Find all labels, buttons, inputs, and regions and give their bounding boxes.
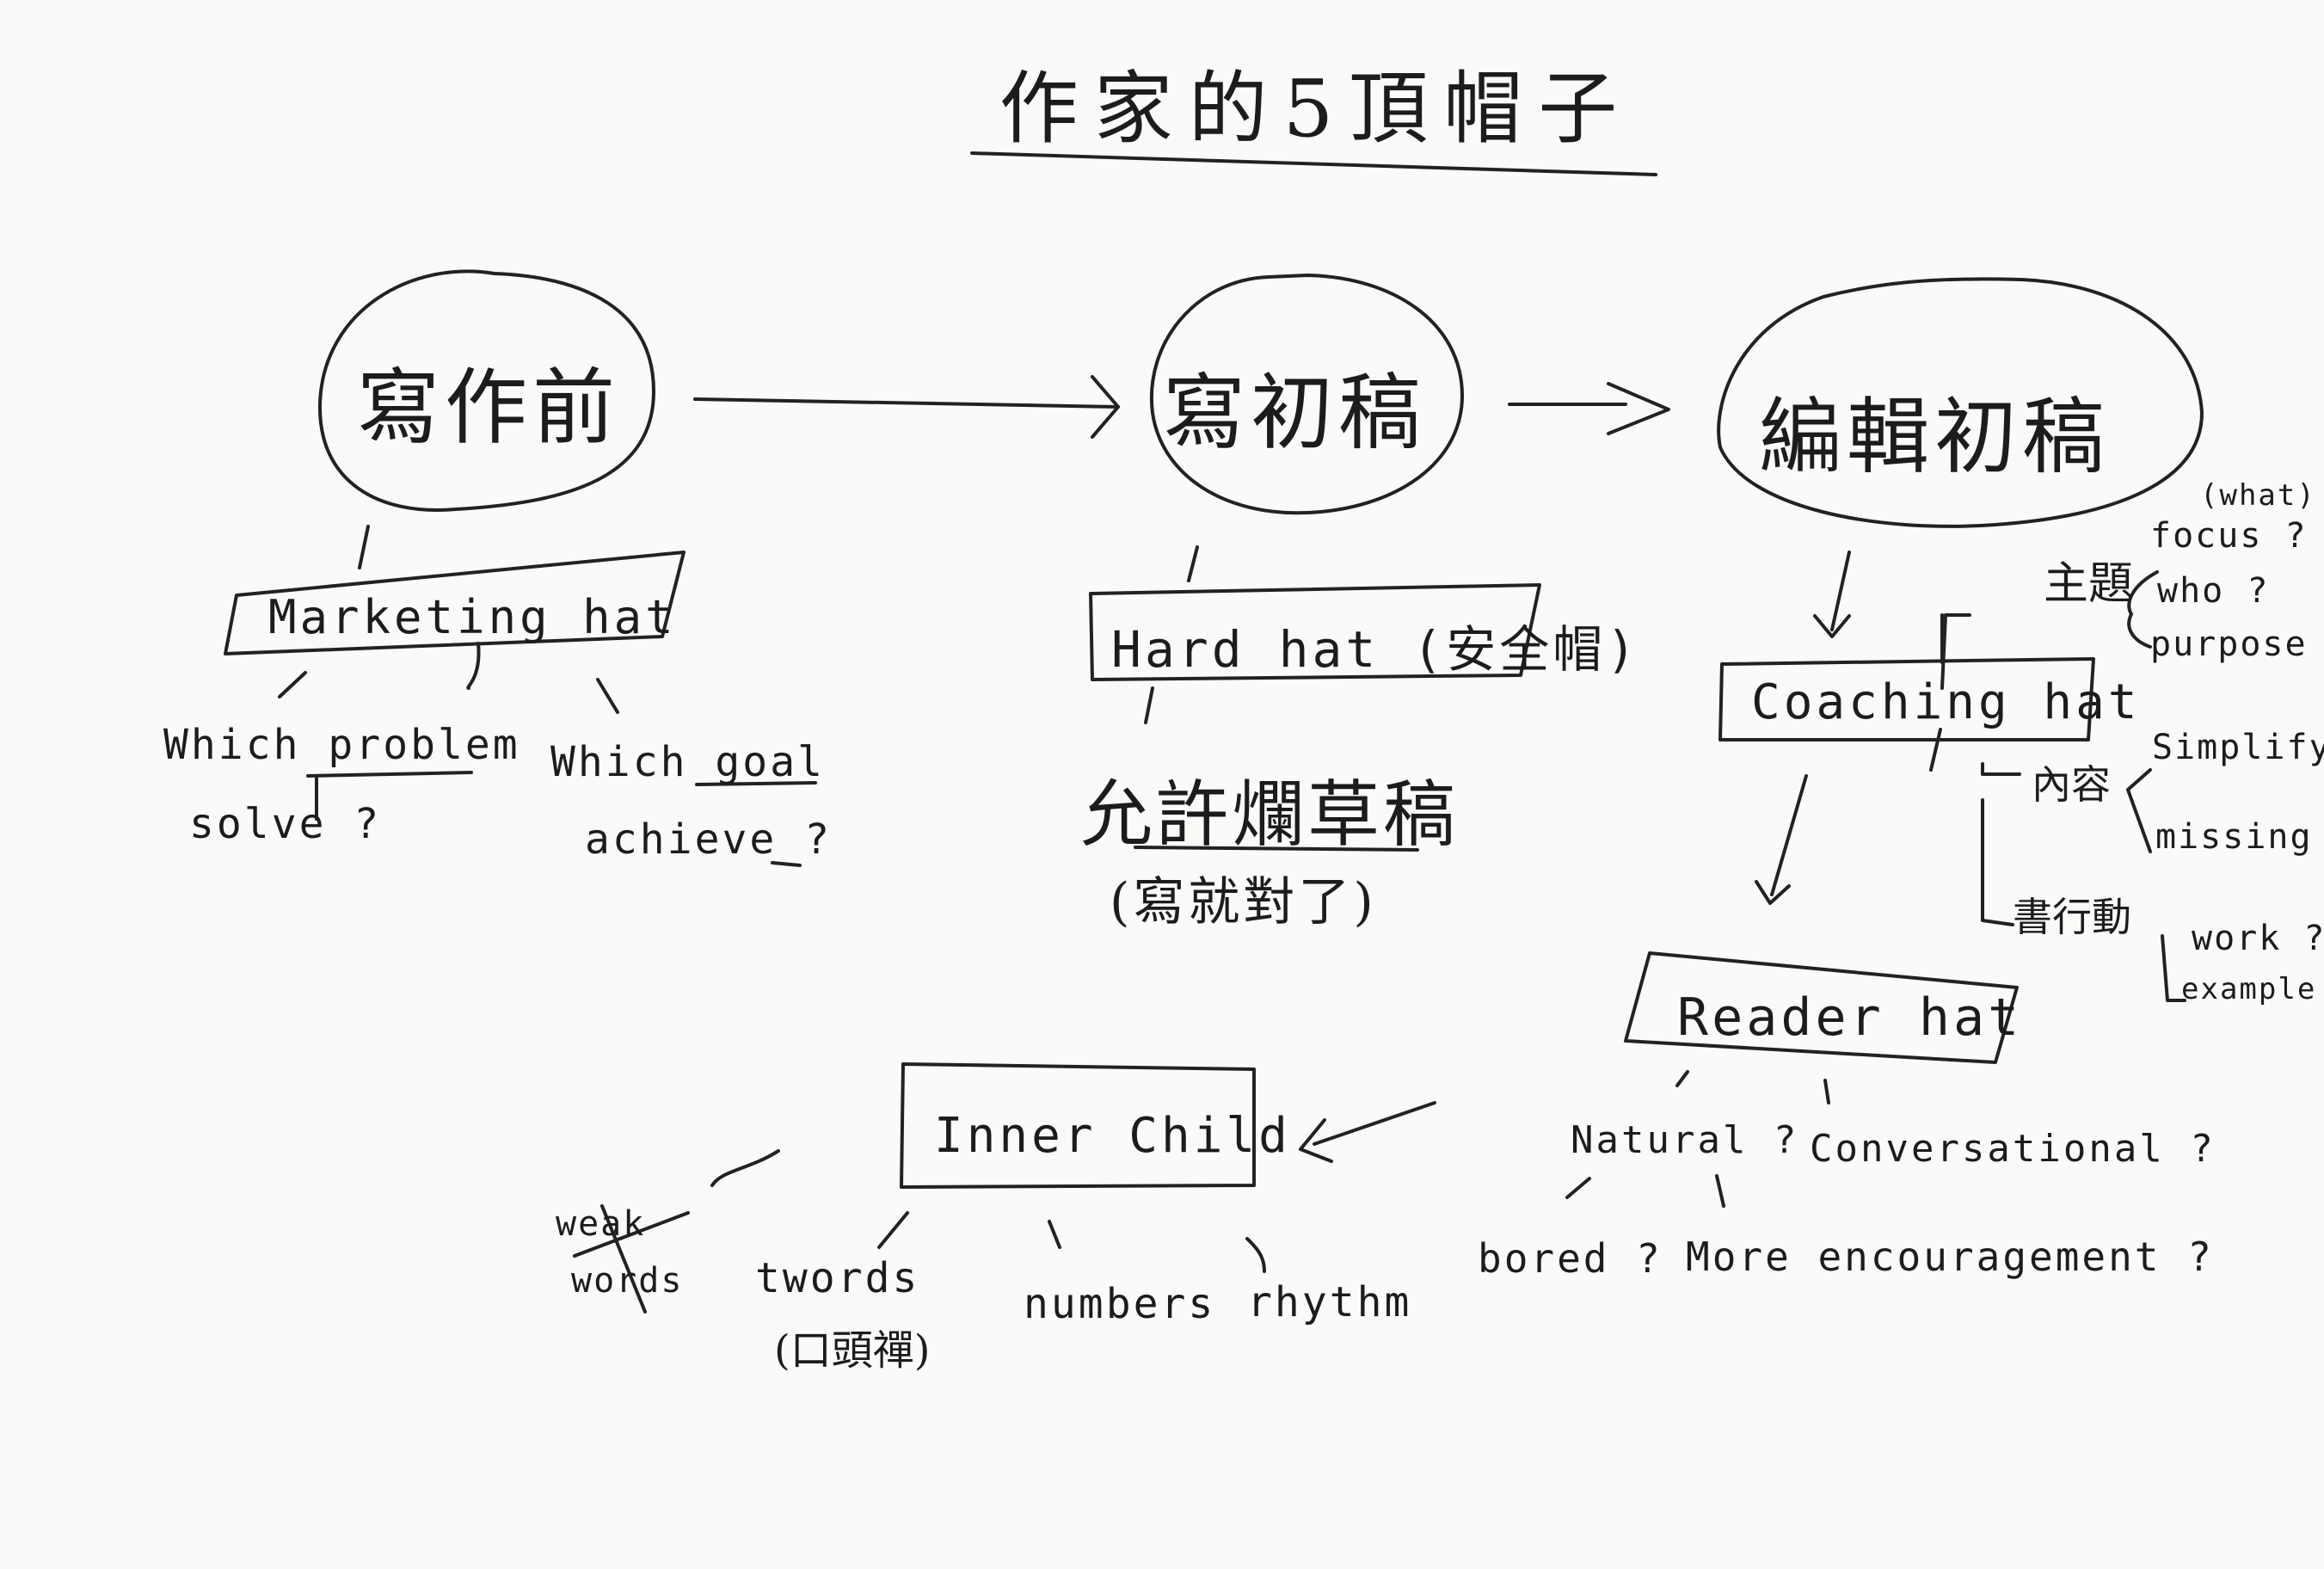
stage-edit-draft: 編輯初稿 [1759, 389, 2110, 485]
arrow-coaching-to-reader [1770, 774, 1808, 896]
which-prefix: Which [163, 721, 329, 769]
content-simplify: Simplify [2152, 728, 2324, 767]
tie-natural-bored [1565, 1177, 1591, 1199]
tie-stage1-marketing [358, 525, 370, 569]
underline-permit [1134, 846, 1419, 852]
marketing-question-goal: Which goal [550, 738, 825, 786]
topic-purpose: purpose ? [2150, 625, 2324, 664]
stage-first-draft: 寫初稿 [1163, 365, 1426, 461]
tie-natural-encouragement [1715, 1174, 1725, 1208]
coaching-topic: 主題 [2044, 558, 2134, 610]
arrow-stage3-to-coaching [1830, 551, 1851, 631]
tie-innerchild-weak [710, 1149, 780, 1187]
reader-question-bored: bored ? [1478, 1235, 1663, 1282]
inner-child-words: words [571, 1261, 684, 1301]
reader-question-natural: Natural ? [1571, 1118, 1799, 1162]
tie-marketing-problem [278, 671, 307, 698]
tie-goal-achieve [771, 861, 802, 867]
coaching-branch-content [1981, 762, 2021, 776]
topic-who: who ? [2157, 571, 2270, 611]
coaching-hat-box [1718, 657, 2095, 741]
problem-word: problem [328, 721, 520, 769]
stage-circle-first-draft [1149, 274, 1464, 515]
tie-stage2-hard [1187, 545, 1199, 582]
hard-hat-box [1089, 583, 1541, 681]
inner-child-weak: weak [556, 1204, 646, 1244]
hard-hat-just-write: (寫就對了) [1110, 872, 1377, 932]
tie-reader-conversational [1823, 1079, 1830, 1104]
tie-marketing-goal [596, 678, 619, 714]
coaching-content: 內容 [2032, 761, 2111, 808]
underline-goal [695, 781, 817, 786]
arrow-stage1-to-stage2-head [1091, 375, 1120, 439]
tie-reader-natural [1675, 1070, 1689, 1087]
tie-innerchild-rhythm [1245, 1237, 1266, 1273]
arrow-coaching-to-reader-head [1755, 880, 1791, 905]
reader-question-conversational: Conversational ? [1810, 1127, 2216, 1171]
coaching-hat-label: Coaching hat [1751, 674, 2141, 730]
coaching-action: 書行動 [2013, 894, 2131, 940]
marketing-question-problem: Which problem [163, 721, 520, 769]
stage-before-writing: 寫作前 [357, 360, 620, 456]
arrow-stage1-to-stage2 [693, 397, 1120, 409]
action-example: example ? [2181, 972, 2324, 1006]
underline-problem [306, 771, 473, 778]
coaching-bracket [1929, 613, 1971, 772]
hard-hat-label: Hard hat (安全帽) [1111, 620, 1640, 679]
inner-child-label: Inner Child [934, 1108, 1291, 1164]
tie-marketing-mid [466, 642, 481, 690]
marketing-hat-label: Marketing hat [268, 590, 677, 644]
which-prefix-goal: Which [550, 738, 716, 786]
coaching-branch-action [1981, 798, 2014, 926]
goal-word: goal [715, 738, 825, 786]
action-fork [2161, 934, 2186, 1002]
reader-question-encouragement: More encouragement ? [1686, 1234, 2214, 1280]
arrow-reader-to-innerchild [1313, 1101, 1436, 1146]
marketing-question-achieve: achieve ? [585, 815, 833, 864]
strike-weak-words [573, 1204, 690, 1314]
stage-circle-edit-draft [1717, 277, 2204, 528]
inner-child-rhythm: rhythm [1247, 1278, 1412, 1326]
inner-child-numbers: numbers [1024, 1280, 1216, 1328]
inner-child-catchphrase: (口頭禪) [774, 1326, 931, 1375]
tie-innerchild-twords [877, 1211, 909, 1249]
reader-hat-label: Reader hat [1677, 988, 2023, 1048]
reader-hat-box [1624, 951, 2019, 1064]
tie-innerchild-numbers [1048, 1220, 1061, 1249]
diagram-title: 作家的5頂帽子 [999, 63, 1633, 155]
topic-focus: focus ? [2150, 516, 2308, 556]
content-fork [2126, 768, 2152, 853]
arrow-reader-to-innerchild-head [1299, 1118, 1333, 1163]
marketing-question-solve: solve ? [189, 800, 382, 848]
action-work: work ? [2192, 919, 2324, 958]
content-missing: missing [2155, 817, 2313, 857]
hard-hat-permit-draft: 允許爛草稿 [1080, 772, 1460, 857]
tie-hard-permit [1144, 686, 1154, 724]
topic-what: (what) [2200, 478, 2316, 513]
arrow-stage3-to-coaching-head [1813, 614, 1851, 638]
topic-brace [2127, 570, 2159, 649]
inner-child-box [900, 1062, 1256, 1189]
stage-circle-before-writing [317, 269, 655, 512]
arrow-stage2-to-stage3-head [1607, 382, 1670, 435]
marketing-hat-box [224, 551, 686, 655]
title-underline [970, 151, 1657, 176]
inner-child-twords: twords [755, 1254, 920, 1302]
